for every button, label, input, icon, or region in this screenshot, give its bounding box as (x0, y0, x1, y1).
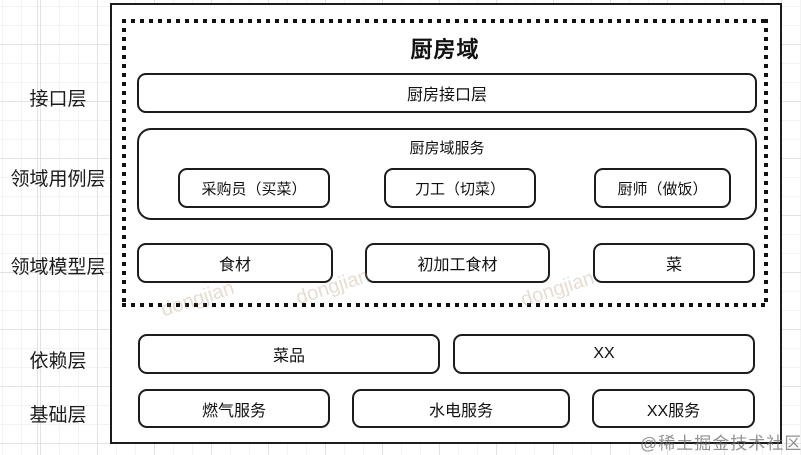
service-box-buyer: 采购员（买菜） (178, 168, 330, 208)
side-label-use-case-layer: 领域用例层 (10, 169, 106, 190)
kitchen-domain-service-label: 厨房域服务 (409, 140, 485, 157)
side-label-dependency-layer: 依赖层 (29, 351, 87, 372)
model-box-dish: 菜 (593, 243, 755, 283)
site-watermark: @稀土掘金技术社区 (640, 434, 801, 453)
dependency-box-dishes: 菜品 (138, 334, 440, 374)
side-label-base-layer: 基础层 (29, 405, 87, 426)
kitchen-domain-service-group: 厨房域服务 采购员（买菜） 刀工（切菜） 厨师（做饭） (137, 128, 757, 220)
kitchen-domain-boundary: 厨房域 厨房接口层 厨房域服务 采购员（买菜） 刀工（切菜） 厨师（做饭） 食材… (122, 19, 768, 307)
base-box-utilities-service: 水电服务 (352, 389, 570, 428)
diagram-outer-container: 厨房域 厨房接口层 厨房域服务 采购员（买菜） 刀工（切菜） 厨师（做饭） 食材… (110, 3, 782, 444)
kitchen-domain-title: 厨房域 (410, 37, 480, 62)
service-box-knife-work: 刀工（切菜） (384, 168, 536, 208)
dependency-box-xx: XX (453, 334, 755, 374)
model-box-ingredients: 食材 (137, 243, 333, 283)
side-label-model-layer: 领域模型层 (10, 257, 106, 278)
side-label-interface-layer: 接口层 (29, 89, 87, 110)
model-box-preprocessed-ingredients: 初加工食材 (365, 243, 550, 283)
kitchen-interface-layer-box: 厨房接口层 (137, 73, 757, 113)
base-box-xx-service: XX服务 (592, 389, 755, 428)
base-box-gas-service: 燃气服务 (138, 389, 330, 428)
service-box-chef: 厨师（做饭） (594, 168, 731, 208)
